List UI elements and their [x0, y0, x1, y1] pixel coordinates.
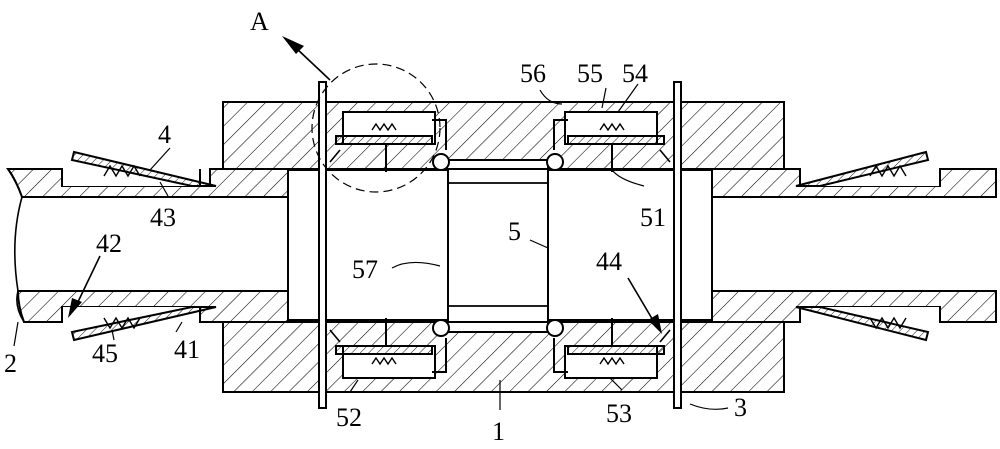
cavity-bottom-left [335, 318, 447, 379]
label-1: 1 [492, 417, 505, 446]
label-56: 56 [520, 59, 546, 88]
arrow-44 [627, 277, 662, 334]
cavity-top-left [335, 111, 447, 172]
label-4: 4 [158, 120, 171, 149]
left-clip-bottom [70, 306, 217, 342]
right-clip-top [795, 150, 930, 187]
label-51: 51 [640, 203, 666, 232]
label-2: 2 [4, 349, 17, 378]
left-pipe [6, 168, 289, 323]
label-44: 44 [596, 247, 622, 276]
detail-circle-a [311, 63, 441, 193]
o-rings [432, 153, 564, 337]
pin-left [318, 81, 341, 409]
leader-lines [13, 83, 729, 410]
label-45: 45 [92, 339, 118, 368]
spool [287, 169, 713, 321]
label-3: 3 [734, 393, 747, 422]
label-5: 5 [508, 217, 521, 246]
label-55: 55 [577, 59, 603, 88]
cavity-bottom-right [553, 318, 665, 379]
arrow-a [282, 36, 331, 81]
label-43: 43 [150, 203, 176, 232]
label-52: 52 [336, 403, 362, 432]
pin-right [659, 81, 682, 409]
label-42: 42 [96, 229, 122, 258]
label-a: A [250, 7, 269, 36]
label-53: 53 [606, 399, 632, 428]
label-57: 57 [352, 255, 378, 284]
right-clip-bottom [795, 306, 930, 342]
arrow-42 [68, 255, 101, 318]
cavity-top-right [553, 111, 665, 172]
label-41: 41 [174, 335, 200, 364]
label-54: 54 [622, 59, 648, 88]
left-clip-top [70, 150, 217, 187]
right-pipe [711, 168, 997, 323]
